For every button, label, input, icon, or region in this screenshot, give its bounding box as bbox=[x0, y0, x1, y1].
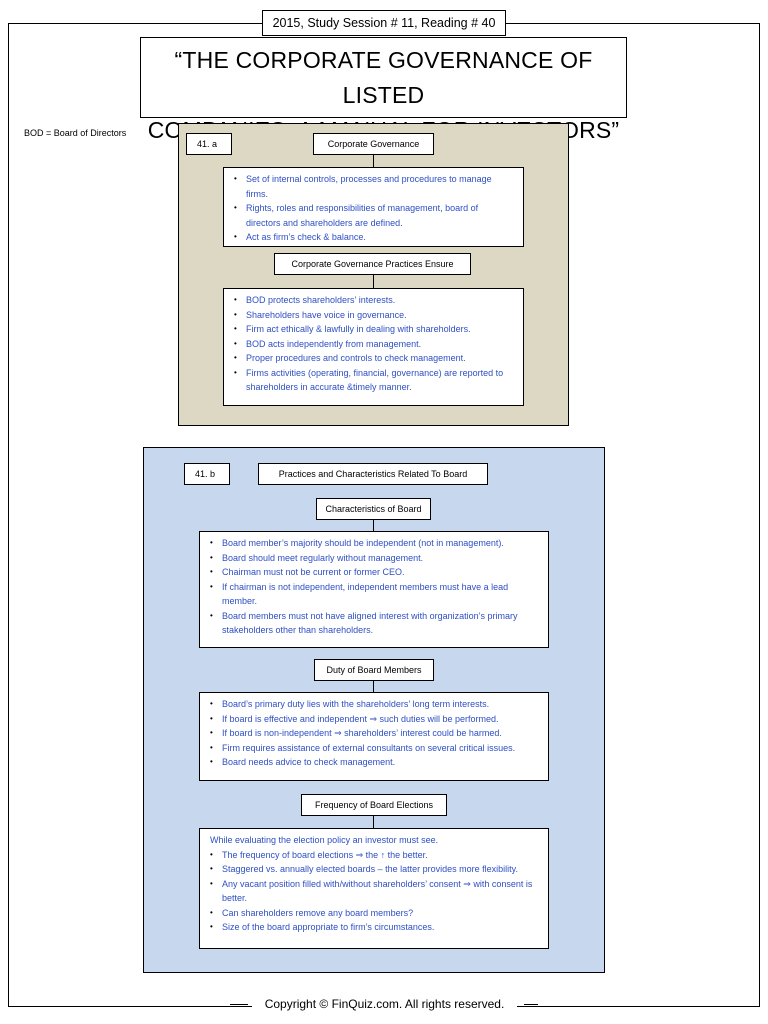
list-item: Firm act ethically & lawfully in dealing… bbox=[234, 322, 515, 337]
elections-intro: While evaluating the election policy an … bbox=[210, 835, 439, 845]
footer-rule-right bbox=[524, 1004, 538, 1005]
duty-heading: Duty of Board Members bbox=[314, 659, 434, 681]
list-item: Firm requires assistance of external con… bbox=[210, 741, 540, 756]
connector-line bbox=[373, 816, 374, 828]
list-item: Any vacant position filled with/without … bbox=[210, 877, 540, 906]
section-b-tag: 41. b bbox=[184, 463, 230, 485]
study-session-label: 2015, Study Session # 11, Reading # 40 bbox=[262, 10, 506, 36]
list-item: Proper procedures and controls to check … bbox=[234, 351, 515, 366]
list-item: Shareholders have voice in governance. bbox=[234, 308, 515, 323]
copyright-notice: Copyright © FinQuiz.com. All rights rese… bbox=[252, 996, 517, 1012]
list-item: Board member’s majority should be indepe… bbox=[210, 536, 540, 551]
practices-ensure-heading: Corporate Governance Practices Ensure bbox=[274, 253, 471, 275]
connector-line bbox=[373, 681, 374, 692]
list-item: Set of internal controls, processes and … bbox=[234, 172, 515, 201]
duty-list: Board’s primary duty lies with the share… bbox=[199, 692, 549, 781]
list-item: Board should meet regularly without mana… bbox=[210, 551, 540, 566]
list-item: Chairman must not be current or former C… bbox=[210, 565, 540, 580]
elections-list: While evaluating the election policy an … bbox=[199, 828, 549, 949]
list-item: If board is effective and independent ⇒ … bbox=[210, 712, 540, 727]
list-item: BOD acts independently from management. bbox=[234, 337, 515, 352]
list-item: Board needs advice to check management. bbox=[210, 755, 540, 770]
list-item: Firms activities (operating, financial, … bbox=[234, 366, 515, 395]
connector-line bbox=[373, 155, 374, 167]
list-item: Can shareholders remove any board member… bbox=[210, 906, 540, 921]
characteristics-list: Board member’s majority should be indepe… bbox=[199, 531, 549, 648]
section-a-tag: 41. a bbox=[186, 133, 232, 155]
characteristics-heading: Characteristics of Board bbox=[316, 498, 431, 520]
list-item: Size of the board appropriate to firm’s … bbox=[210, 920, 540, 935]
connector-line bbox=[373, 520, 374, 531]
bod-abbreviation-note: BOD = Board of Directors bbox=[24, 128, 127, 138]
board-practices-heading: Practices and Characteristics Related To… bbox=[258, 463, 488, 485]
list-item: Act as firm’s check & balance. bbox=[234, 230, 515, 245]
list-item: The frequency of board elections ⇒ the ↑… bbox=[210, 848, 540, 863]
list-item: BOD protects shareholders’ interests. bbox=[234, 293, 515, 308]
practices-list: BOD protects shareholders’ interests. Sh… bbox=[223, 288, 524, 406]
definition-list: Set of internal controls, processes and … bbox=[223, 167, 524, 247]
list-item: If chairman is not independent, independ… bbox=[210, 580, 540, 609]
list-item: Staggered vs. annually elected boards – … bbox=[210, 862, 540, 877]
page-title: “THE CORPORATE GOVERNANCE OF LISTED COMP… bbox=[140, 37, 627, 143]
corporate-governance-heading: Corporate Governance bbox=[313, 133, 434, 155]
list-item: If board is non-independent ⇒ shareholde… bbox=[210, 726, 540, 741]
footer-rule-left bbox=[230, 1004, 248, 1005]
connector-line bbox=[373, 275, 374, 288]
list-item: Rights, roles and responsibilities of ma… bbox=[234, 201, 515, 230]
title-line-1: “THE CORPORATE GOVERNANCE OF LISTED bbox=[174, 47, 593, 108]
list-item: Board’s primary duty lies with the share… bbox=[210, 697, 540, 712]
list-item: Board members must not have aligned inte… bbox=[210, 609, 540, 638]
elections-heading: Frequency of Board Elections bbox=[301, 794, 447, 816]
